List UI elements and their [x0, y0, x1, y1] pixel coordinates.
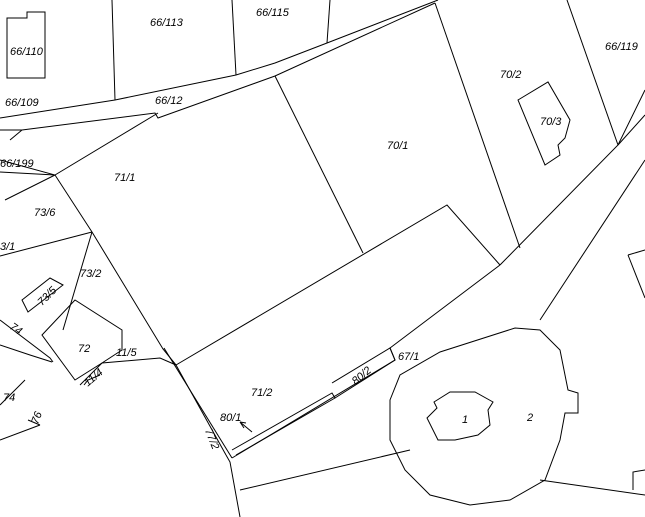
label-80-2: 80/2 [350, 365, 374, 388]
arrow [239, 421, 253, 433]
label-80-1: 80/1 [220, 412, 241, 424]
label-11-5: 11/5 [116, 347, 137, 359]
label-71-2: 71/2 [251, 387, 272, 399]
label-67-1: 67/1 [398, 351, 419, 363]
label-66-12: 66/12 [155, 95, 183, 107]
label-72: 72 [78, 343, 90, 355]
label-66-109: 66/109 [5, 97, 39, 109]
label-66-119: 66/119 [605, 41, 638, 53]
label-71-1: 71/1 [114, 172, 135, 184]
label-74: 74 [3, 392, 15, 404]
label-66-110: 66/110 [10, 46, 44, 58]
buildings [6, 11, 571, 441]
label-77-2: 77/2 [202, 427, 221, 451]
label-76: 76 [29, 409, 45, 425]
label-66-199: 66/199 [0, 158, 34, 170]
label-66-113: 66/113 [150, 17, 184, 29]
label-73-2: 73/2 [80, 268, 101, 280]
label-70-1: 70/1 [387, 140, 408, 152]
label-11-4: 11/4 [82, 367, 105, 389]
label-70-2: 70/2 [500, 69, 521, 81]
label-73-5: 73/5 [36, 284, 60, 308]
label-73-6: 73/6 [34, 207, 56, 219]
label-70-3: 70/3 [540, 116, 562, 128]
label-2: 2 [526, 412, 533, 424]
parcel-labels: 66/110 66/113 66/115 66/119 66/109 66/12… [0, 7, 638, 451]
label-3-1: 3/1 [0, 241, 15, 253]
label-66-115: 66/115 [256, 7, 290, 19]
label-1: 1 [462, 414, 468, 426]
label-74-small: 74 [7, 321, 24, 338]
